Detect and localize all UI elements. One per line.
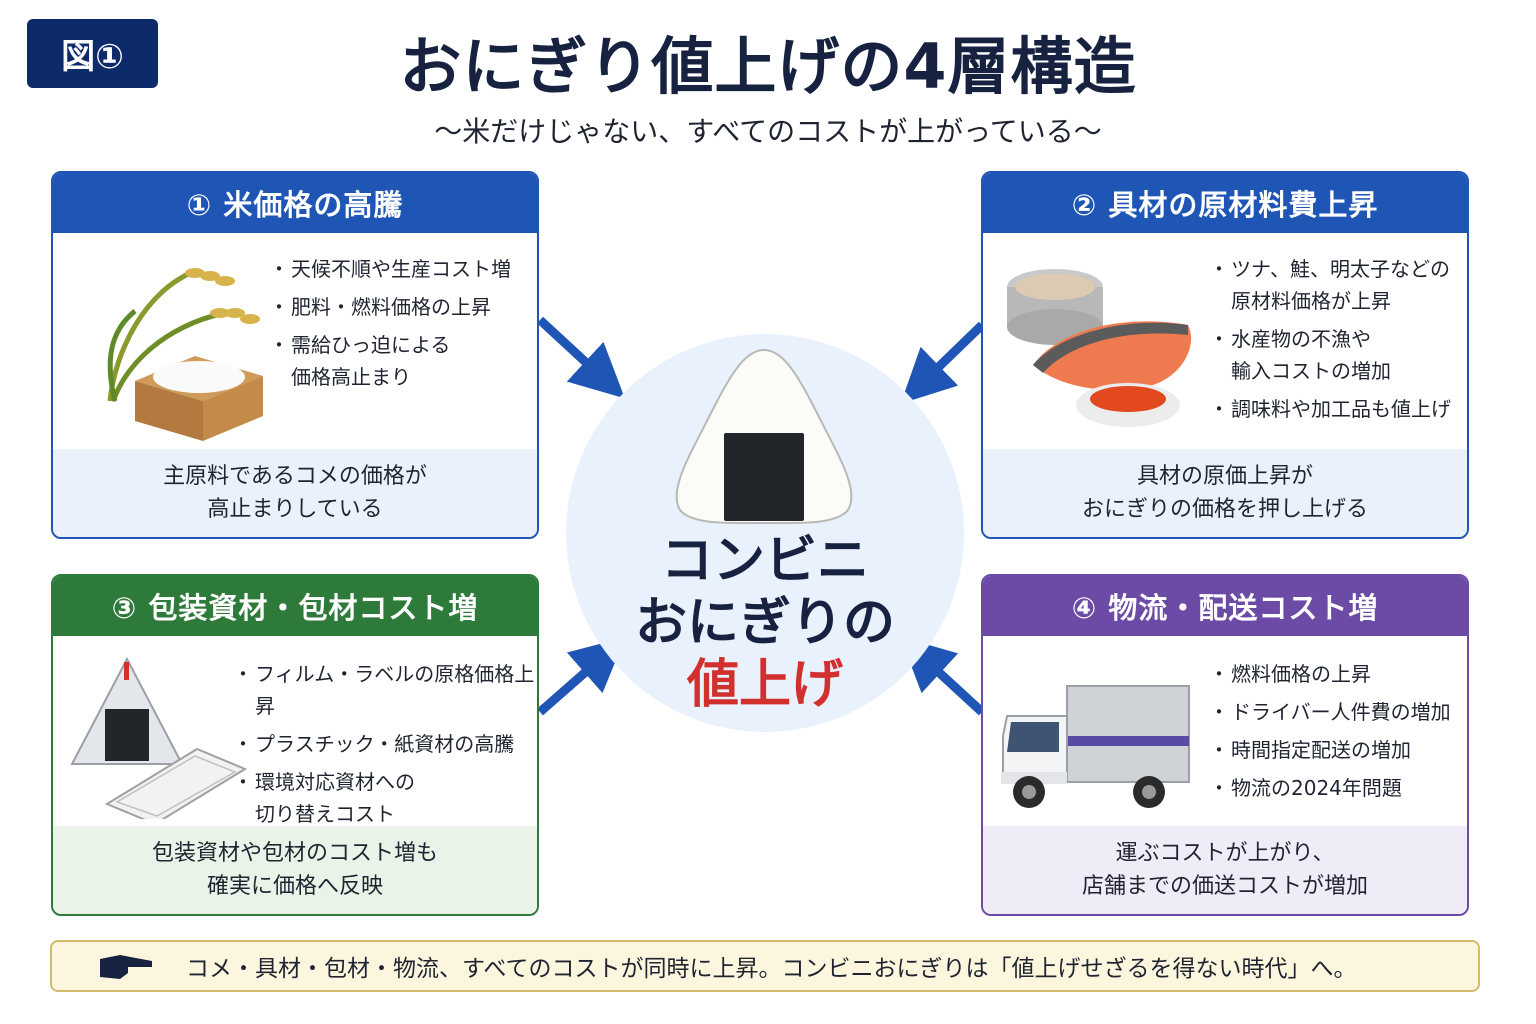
bullet-list: フィルム・ラベルの原格価格上昇 プラスチック・紙資材の高騰 環境対応資材への 切… [233,658,537,836]
bullet-item: 時間指定配送の増加 [1209,734,1451,766]
bullet-item: 水産物の不漁や 輸入コストの増加 [1209,323,1451,387]
panel-footer: 包装資材や包材のコスト増も 確実に価格へ反映 [53,826,537,914]
bullet-item: 天候不順や生産コスト増 [269,253,511,285]
bullet-item: 需給ひっ迫による 価格高止まり [269,329,511,393]
bullet-item: 物流の2024年問題 [1209,772,1451,804]
arrow-from-logistics [900,636,986,716]
pointing-hand-icon [100,955,152,979]
bullet-item: プラスチック・紙資材の高騰 [233,728,537,760]
panel-logistics: ④ 物流・配送コスト増 燃料価格の上昇 ドライバー人件費の増加 時間指定配送の増… [981,574,1469,916]
panel-footer: 運ぶコストが上がり、 店舗までの価送コストが増加 [983,826,1467,914]
bullet-item: フィルム・ラベルの原格価格上昇 [233,658,537,722]
panel-ingredients: ② 具材の原材料費上昇 ツナ、鮭、明太子などの 原材料価格が上昇 水産物の不漁や… [981,171,1469,539]
panel-heading: ③ 包装資材・包材コスト増 [53,576,537,636]
bullet-list: 燃料価格の上昇 ドライバー人件費の増加 時間指定配送の増加 物流の2024年問題 [1209,658,1451,810]
panel-footer: 主原料であるコメの価格が 高止まりしている [53,449,537,537]
figure-badge: 図① [27,19,158,88]
tuna-can-icon [1007,269,1192,427]
panel-footer: 具材の原価上昇が おにぎりの価格を押し上げる [983,449,1467,537]
bullet-item: ドライバー人件費の増加 [1209,696,1451,728]
page-subtitle: 〜米だけじゃない、すべてのコストが上がっている〜 [434,115,1102,148]
truck-icon [1001,685,1190,808]
bullet-item: 環境対応資材への 切り替えコスト [233,766,537,830]
summary-text: コメ・具材・包材・物流、すべてのコストが同時に上昇。コンビニおにぎりは「値上げせ… [186,956,1357,982]
panel-heading: ④ 物流・配送コスト増 [983,576,1467,636]
center-label: コンビニ おにぎりの 値上げ [634,531,895,715]
summary-note: コメ・具材・包材・物流、すべてのコストが同時に上昇。コンビニおにぎりは「値上げせ… [50,940,1480,992]
bullet-item: 調味料や加工品も値上げ [1209,393,1451,425]
onigiri-package-icon [70,656,248,819]
arrow-from-packaging [537,637,626,716]
onigiri-icon [675,348,853,525]
panel-rice: ① 米価格の高騰 天候不順や生産コスト増 肥料・燃料価格の上昇 需給ひっ迫による… [51,171,539,539]
bullet-list: ツナ、鮭、明太子などの 原材料価格が上昇 水産物の不漁や 輸入コストの増加 調味… [1209,253,1451,431]
bullet-item: ツナ、鮭、明太子などの 原材料価格が上昇 [1209,253,1451,317]
panel-heading: ② 具材の原材料費上昇 [983,173,1467,233]
panel-packaging: ③ 包装資材・包材コスト増 フィルム・ラベルの原格価格上昇 プラスチック・紙資材… [51,574,539,916]
page-title: おにぎり値上げの4層構造 [399,30,1137,103]
bullet-item: 燃料価格の上昇 [1209,658,1451,690]
panel-heading: ① 米価格の高騰 [53,173,537,233]
bullet-item: 肥料・燃料価格の上昇 [269,291,511,323]
rice-plant-icon [107,268,263,441]
arrow-from-ingredients [900,321,986,404]
arrow-from-rice [536,316,625,399]
bullet-list: 天候不順や生産コスト増 肥料・燃料価格の上昇 需給ひっ迫による 価格高止まり [269,253,511,399]
